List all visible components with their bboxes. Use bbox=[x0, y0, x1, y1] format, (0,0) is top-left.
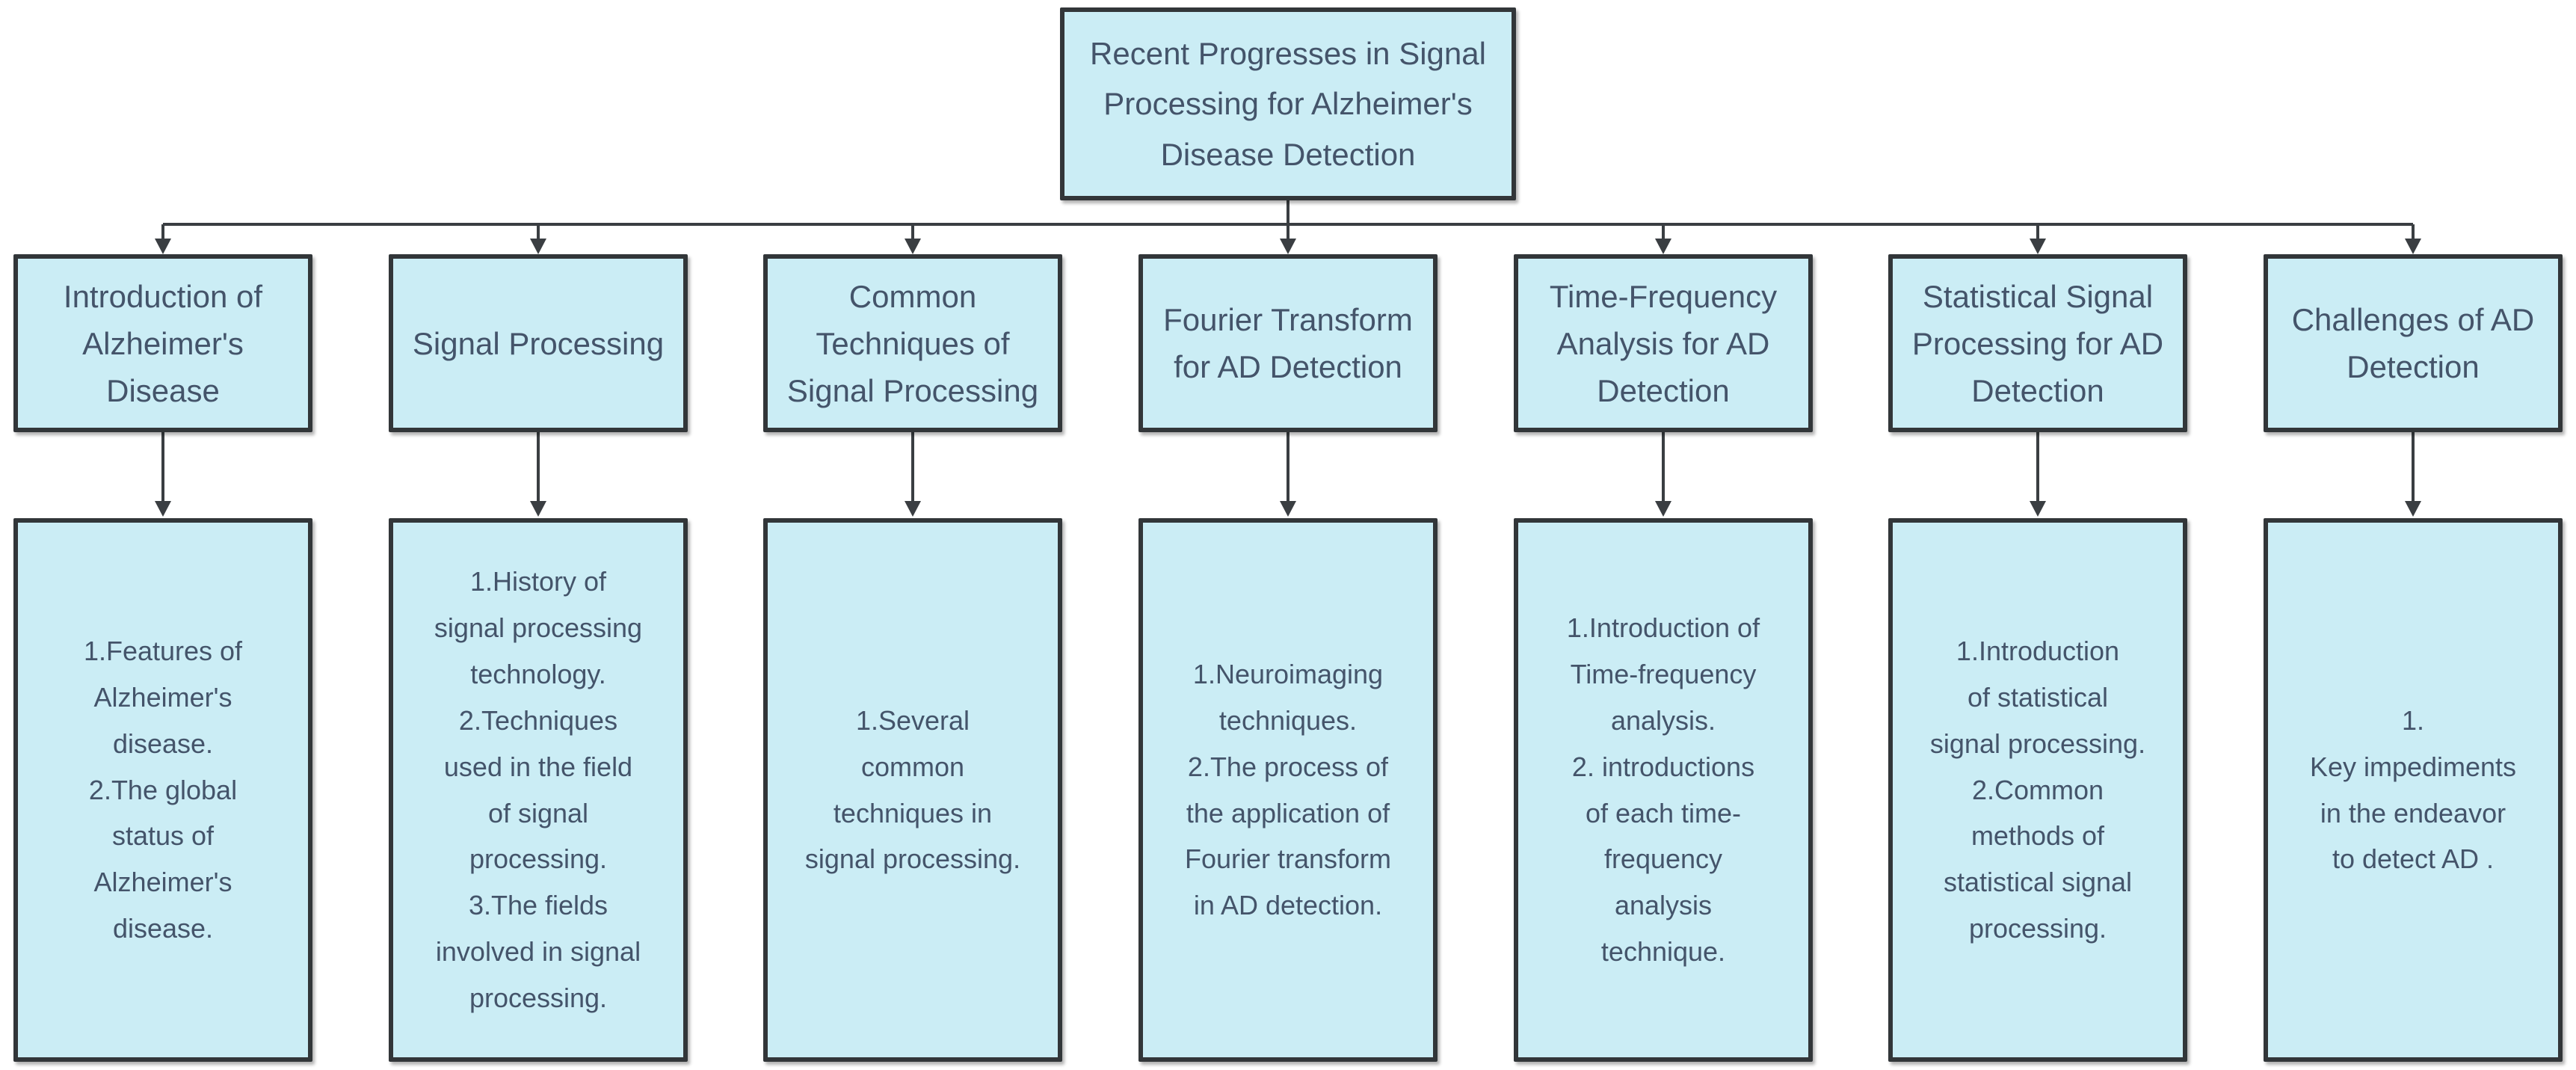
branch-7-title: Challenges of AD Detection bbox=[2291, 302, 2535, 384]
arrowhead bbox=[155, 501, 171, 517]
branch-5-details: 1.Introduction of Time-frequency analysi… bbox=[1566, 612, 1760, 968]
branch-2-title-box: Signal Processing bbox=[389, 254, 688, 432]
arrowhead bbox=[1280, 501, 1296, 517]
arrowhead bbox=[2030, 239, 2046, 254]
arrowhead bbox=[2030, 501, 2046, 517]
arrowhead bbox=[1280, 239, 1296, 254]
root-label: Recent Progresses in Signal Processing f… bbox=[1090, 36, 1486, 172]
branch-3-title-box: Common Techniques of Signal Processing bbox=[763, 254, 1062, 432]
arrowhead bbox=[1655, 501, 1671, 517]
branch-4-detail-box: 1.Neuroimaging techniques. 2.The process… bbox=[1138, 518, 1438, 1062]
branch-2-details: 1.History of signal processing technolog… bbox=[434, 565, 643, 1014]
arrowhead bbox=[530, 501, 546, 517]
branch-4-details: 1.Neuroimaging techniques. 2.The process… bbox=[1184, 658, 1392, 921]
branch-4-title: Fourier Transform for AD Detection bbox=[1163, 302, 1413, 384]
branch-6-detail-box: 1.Introduction of statistical signal pro… bbox=[1888, 518, 2187, 1062]
branch-1-detail-box: 1.Features of Alzheimer's disease. 2.The… bbox=[13, 518, 312, 1062]
branch-7-title-box: Challenges of AD Detection bbox=[2264, 254, 2563, 432]
branch-1-details: 1.Features of Alzheimer's disease. 2.The… bbox=[83, 635, 243, 944]
arrowhead bbox=[530, 239, 546, 254]
root-to-branches-connector bbox=[155, 200, 2421, 254]
arrowhead bbox=[2405, 239, 2421, 254]
branch-5-title: Time-Frequency Analysis for AD Detection bbox=[1549, 278, 1778, 408]
arrowhead bbox=[2405, 501, 2421, 517]
branch-3-detail-box: 1.Several common techniques in signal pr… bbox=[763, 518, 1062, 1062]
branch-1-title-box: Introduction of Alzheimer's Disease bbox=[13, 254, 312, 432]
branch-1-title: Introduction of Alzheimer's Disease bbox=[63, 278, 263, 408]
branch-6-details: 1.Introduction of statistical signal pro… bbox=[1929, 635, 2146, 944]
branch-5-detail-box: 1.Introduction of Time-frequency analysi… bbox=[1514, 518, 1813, 1062]
arrowhead bbox=[1655, 239, 1671, 254]
branch-3-title: Common Techniques of Signal Processing bbox=[786, 278, 1039, 408]
branch-2-detail-box: 1.History of signal processing technolog… bbox=[389, 518, 688, 1062]
branch-6-title-box: Statistical Signal Processing for AD Det… bbox=[1888, 254, 2187, 432]
branch-4-title-box: Fourier Transform for AD Detection bbox=[1138, 254, 1438, 432]
branch-2-title: Signal Processing bbox=[412, 325, 665, 361]
arrowhead bbox=[155, 239, 171, 254]
root-box: Recent Progresses in Signal Processing f… bbox=[1060, 7, 1516, 200]
branch-6-title: Statistical Signal Processing for AD Det… bbox=[1911, 278, 2164, 408]
arrowhead bbox=[905, 239, 921, 254]
branch-7-details: 1. Key impediments in the endeavor to de… bbox=[2309, 704, 2517, 875]
arrowhead bbox=[905, 501, 921, 517]
branch-7-detail-box: 1. Key impediments in the endeavor to de… bbox=[2264, 518, 2563, 1062]
title-to-detail-connectors bbox=[155, 432, 2421, 517]
branch-5-title-box: Time-Frequency Analysis for AD Detection bbox=[1514, 254, 1813, 432]
branch-3-details: 1.Several common techniques in signal pr… bbox=[804, 704, 1021, 875]
